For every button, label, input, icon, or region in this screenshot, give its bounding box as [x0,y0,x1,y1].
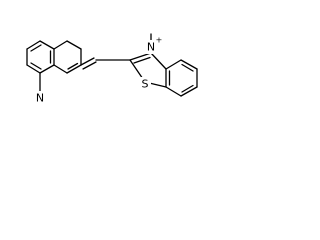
double-bond-inner [181,84,194,93]
sulfur-label: S [142,78,149,91]
double-bond-inner [181,63,194,72]
bond [66,40,82,50]
double-bond-inner [67,62,79,70]
double-bond-inner [30,62,42,70]
bond [39,64,55,74]
bond [39,40,55,50]
bond [150,52,167,70]
bond [180,59,198,70]
double-bond [80,57,95,66]
bond [53,64,68,74]
benzothiazole-nitrogen-label: N [147,41,155,54]
bond [26,64,41,74]
label-background [34,91,46,105]
atom-label-group: N N + S [34,36,163,105]
bond [66,64,82,74]
double-bond-inner [30,44,42,52]
label-background [139,77,151,91]
bond [53,40,68,50]
quinoline-ring-system [26,40,82,92]
double-bond [82,61,97,70]
double-bond-inner [133,56,151,64]
positive-charge-label: + [156,36,163,45]
bond [165,86,182,97]
quinoline-nitrogen-label: N [36,92,44,105]
bond [180,86,198,97]
chemical-structure-diagram: N N + S [26,33,198,105]
methine-bridge [80,57,131,70]
label-background [145,40,157,54]
bond [165,59,182,70]
bond [26,40,41,50]
bond [129,52,152,61]
